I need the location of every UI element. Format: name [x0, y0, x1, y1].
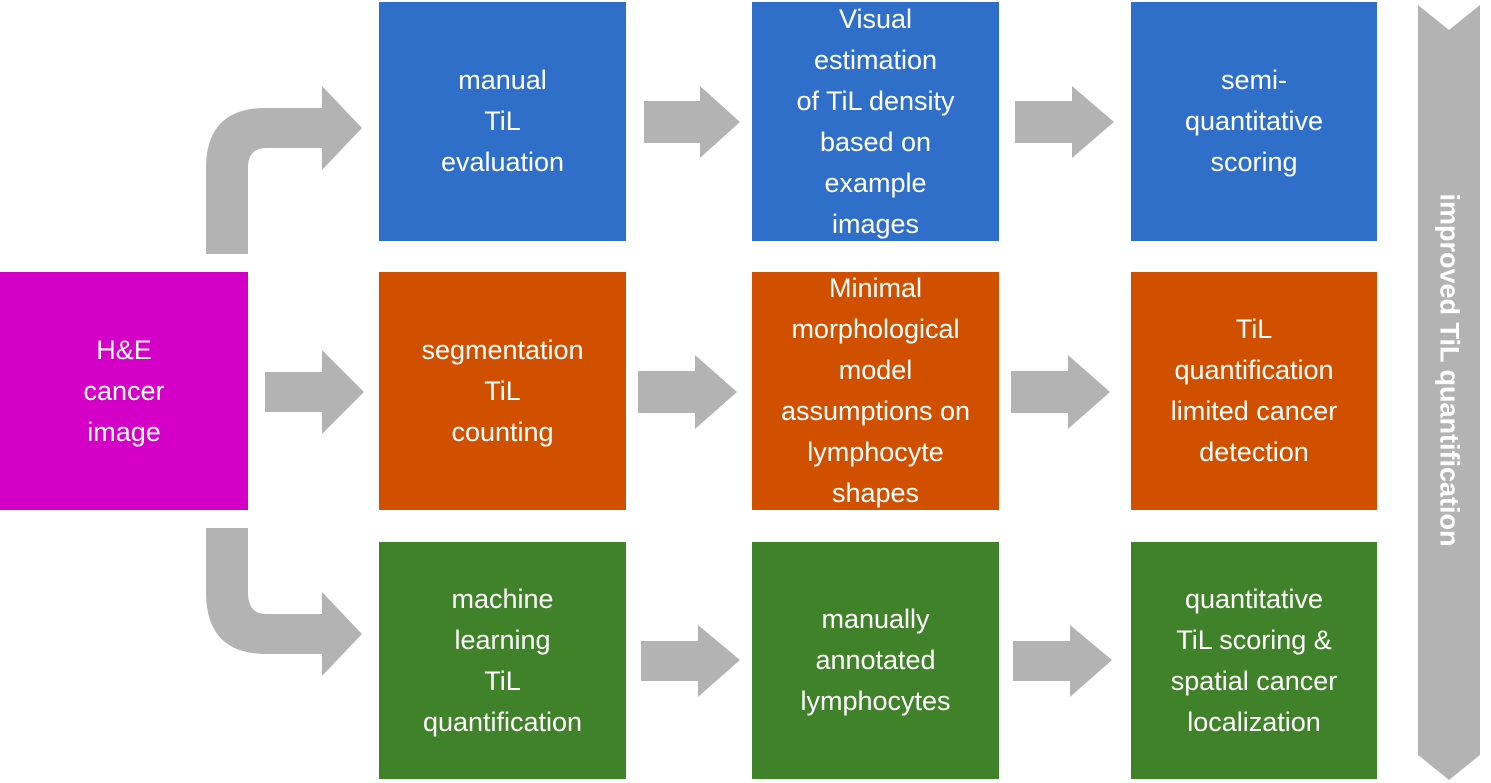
- arrow-row3-b: [1013, 625, 1112, 697]
- semi-quantitative-scoring-box: semi- quantitative scoring: [1131, 2, 1377, 241]
- segmentation-til-counting-box: segmentation TiL counting: [379, 272, 626, 510]
- arrow-row1-b: [1015, 86, 1114, 158]
- arrow-row1-a: [644, 86, 740, 158]
- machine-learning-til-quantification-box: machine learning TiL quantification: [379, 542, 626, 779]
- curved-arrow-to-machine-learning: [206, 528, 362, 676]
- minimal-morphological-model-box: Minimal morphological model assumptions …: [752, 272, 999, 510]
- curved-arrow-to-manual: [206, 86, 362, 254]
- improvement-chevron: [1418, 5, 1480, 780]
- arrow-row2-b: [1011, 355, 1110, 429]
- quantitative-til-scoring-box: quantitative TiL scoring & spatial cance…: [1131, 542, 1377, 779]
- manually-annotated-lymphocytes-box: manually annotated lymphocytes: [752, 542, 999, 779]
- arrow-row2-a: [638, 355, 737, 429]
- source-image-box: H&E cancer image: [0, 272, 248, 510]
- visual-estimation-box: Visual estimation of TiL density based o…: [752, 2, 999, 241]
- manual-til-evaluation-box: manual TiL evaluation: [379, 2, 626, 241]
- improved-til-quantification-label: improved TiL quantification: [1434, 193, 1465, 547]
- arrow-row3-a: [641, 625, 740, 697]
- til-quantification-limited-detection-box: TiL quantification limited cancer detect…: [1131, 272, 1377, 510]
- straight-arrow-to-segmentation: [265, 350, 364, 434]
